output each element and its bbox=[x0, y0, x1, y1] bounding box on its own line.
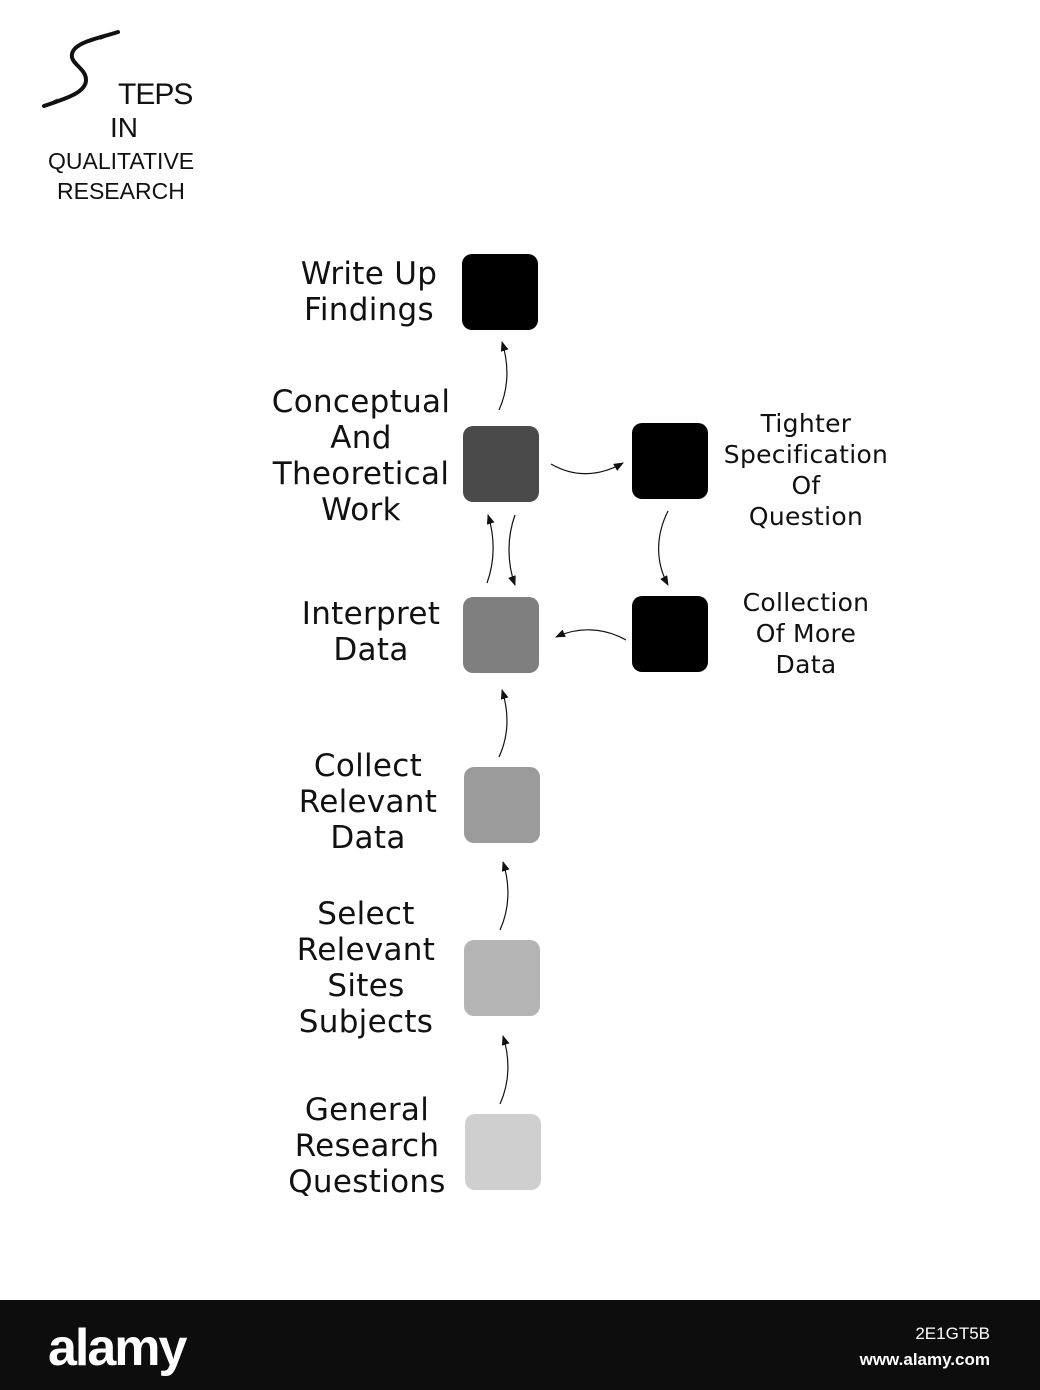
site-url: www.alamy.com bbox=[859, 1350, 990, 1369]
arrow-select-to-collect bbox=[499, 861, 510, 931]
tighter-specification-box bbox=[632, 423, 708, 499]
select-relevant-sites-box bbox=[464, 940, 540, 1016]
arrow-conceptual-to-interpret bbox=[508, 514, 516, 586]
title-line-2: IN bbox=[110, 112, 138, 143]
write-up-findings-box bbox=[462, 254, 538, 330]
general-research-questions-box bbox=[465, 1114, 541, 1190]
arrow-collection-to-interpret bbox=[555, 629, 627, 641]
stylized-s-icon bbox=[42, 30, 120, 108]
brand-logo: alamy bbox=[48, 1319, 187, 1377]
title-line-3: QUALITATIVE bbox=[48, 148, 195, 174]
title-line-4: RESEARCH bbox=[57, 178, 185, 204]
watermark-footer: alamy 2E1GT5B www.alamy.com bbox=[0, 1300, 1040, 1390]
arrow-conceptual-to-tighter bbox=[550, 462, 624, 475]
arrow-conceptual-to-findings bbox=[498, 341, 509, 411]
image-id: 2E1GT5B bbox=[915, 1324, 990, 1343]
arrow-tighter-to-collection bbox=[658, 510, 669, 586]
interpret-data-box bbox=[463, 597, 539, 673]
collection-more-data-box bbox=[632, 596, 708, 672]
arrow-interpret-to-conceptual bbox=[486, 514, 495, 584]
title-line-1: TEPS bbox=[118, 78, 193, 111]
diagram-title: TEPS IN QUALITATIVE RESEARCH bbox=[40, 28, 240, 204]
flow-arrows bbox=[486, 341, 669, 1105]
arrow-general-to-select bbox=[499, 1035, 510, 1105]
arrow-collect-to-interpret bbox=[498, 689, 509, 758]
collect-relevant-data-box bbox=[464, 767, 540, 843]
conceptual-work-box bbox=[463, 426, 539, 502]
